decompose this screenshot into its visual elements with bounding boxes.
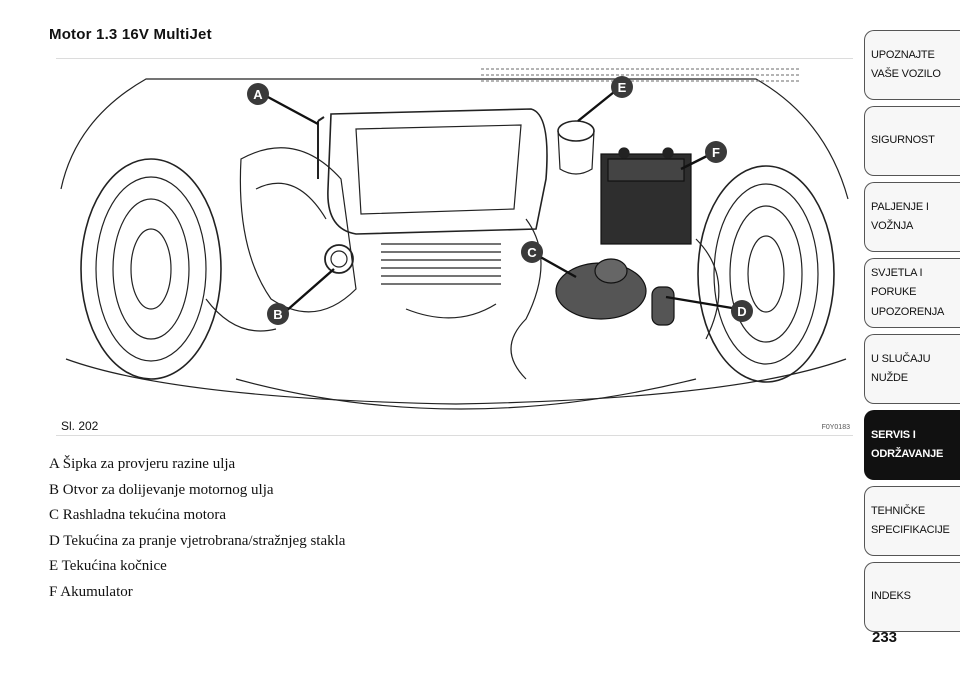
tab-label: TEHNIČKE SPECIFIKACIJE bbox=[871, 504, 950, 536]
tab-label: SIGURNOST bbox=[871, 134, 935, 147]
tab-label: SVJETLA I PORUKE UPOZORENJA bbox=[871, 267, 945, 318]
legend-item: B Otvor za dolijevanje motornog ulja bbox=[49, 481, 274, 498]
tab-nuzde[interactable]: U SLUČAJU NUŽDE bbox=[864, 334, 960, 404]
svg-text:A: A bbox=[253, 87, 263, 102]
tab-svjetla[interactable]: SVJETLA I PORUKE UPOZORENJA bbox=[864, 258, 960, 328]
figure-code: F0Y0183 bbox=[821, 424, 850, 431]
callout-a: A bbox=[247, 83, 269, 105]
legend-item: D Tekućina za pranje vjetrobrana/stražnj… bbox=[49, 532, 346, 549]
tab-label: UPOZNAJTE VAŠE VOZILO bbox=[871, 48, 941, 80]
page-number: 233 bbox=[872, 629, 898, 646]
legend-item: A Šipka za provjeru razine ulja bbox=[49, 456, 236, 472]
tab-paljenje[interactable]: PALJENJE I VOŽNJA bbox=[864, 182, 960, 252]
legend-item: C Rashladna tekućina motora bbox=[49, 507, 227, 524]
figure-label: Sl. 202 bbox=[61, 419, 99, 433]
tab-label: U SLUČAJU NUŽDE bbox=[871, 352, 931, 384]
legend-item: F Akumulator bbox=[49, 583, 133, 600]
legend-item: E Tekućina kočnice bbox=[49, 558, 167, 575]
callout-e: E bbox=[611, 76, 633, 98]
engine-bay-figure: A B C D E F Sl. 202 F0Y0183 bbox=[56, 58, 853, 436]
tab-tehnicke[interactable]: TEHNIČKE SPECIFIKACIJE bbox=[864, 486, 960, 556]
svg-text:F: F bbox=[712, 145, 720, 160]
svg-text:B: B bbox=[273, 307, 282, 322]
svg-text:C: C bbox=[527, 245, 537, 260]
callout-b: B bbox=[267, 303, 289, 325]
tab-upoznajte[interactable]: UPOZNAJTE VAŠE VOZILO bbox=[864, 30, 960, 100]
svg-text:E: E bbox=[618, 80, 627, 95]
tab-label: INDEKS bbox=[871, 590, 911, 603]
svg-text:D: D bbox=[737, 304, 746, 319]
callout-d: D bbox=[731, 300, 753, 322]
tab-label: SERVIS I ODRŽAVANJE bbox=[871, 428, 944, 460]
callout-f: F bbox=[705, 141, 727, 163]
chapter-nav: UPOZNAJTE VAŠE VOZILO SIGURNOST PALJENJE… bbox=[864, 30, 960, 638]
callout-c: C bbox=[521, 241, 543, 263]
engine-bay-illustration: A B C D E F bbox=[60, 68, 849, 410]
tab-sigurnost[interactable]: SIGURNOST bbox=[864, 106, 960, 176]
legend-list: A Šipka za provjeru razine ulja B Otvor … bbox=[49, 452, 345, 606]
page-title: Motor 1.3 16V MultiJet bbox=[49, 26, 212, 43]
tab-label: PALJENJE I VOŽNJA bbox=[871, 200, 929, 232]
tab-indeks[interactable]: INDEKS bbox=[864, 562, 960, 632]
tab-servis[interactable]: SERVIS I ODRŽAVANJE bbox=[864, 410, 960, 480]
